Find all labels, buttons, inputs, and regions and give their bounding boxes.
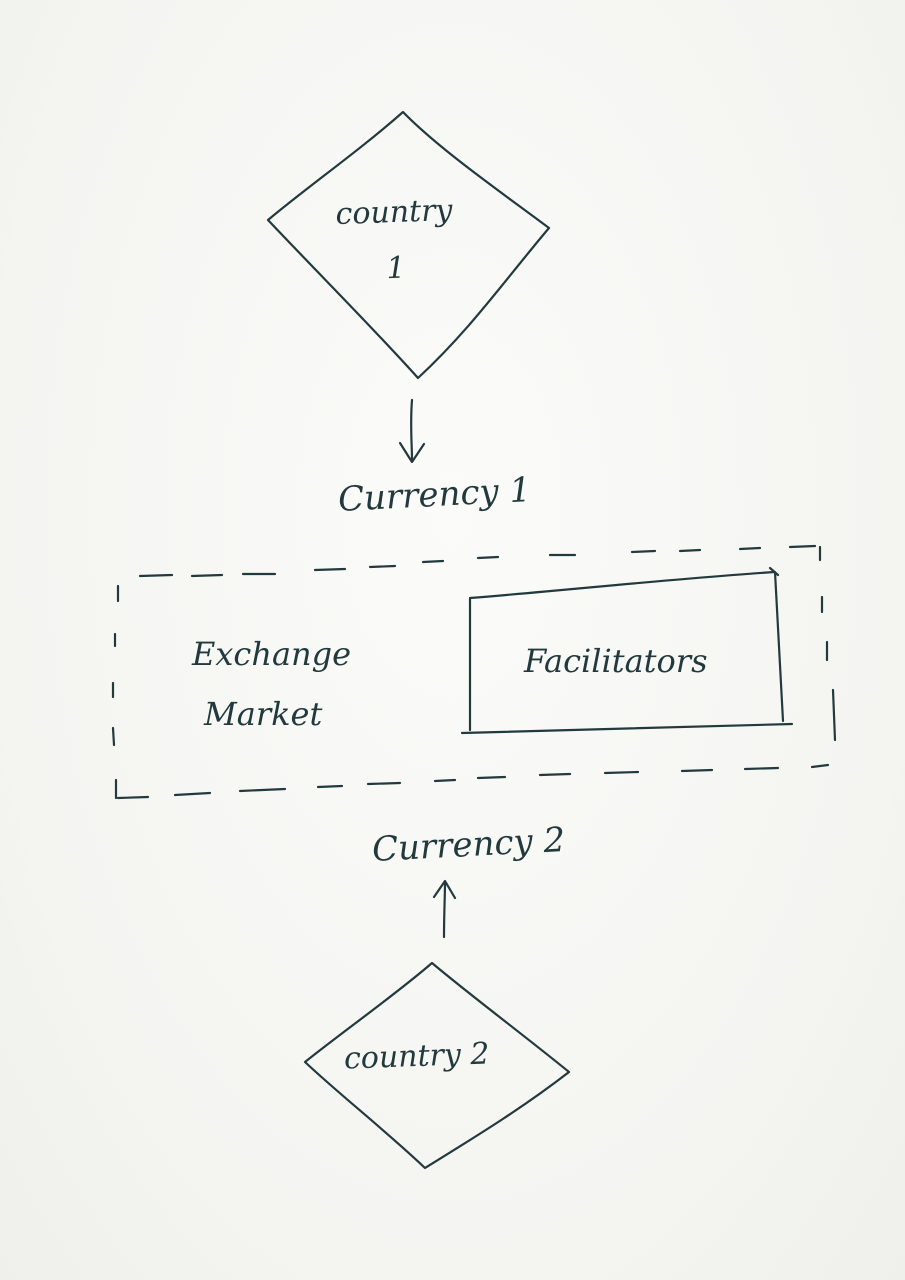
facilitators-label: Facilitators	[524, 642, 708, 680]
arrow-down-head	[398, 441, 426, 464]
country-1-label-line2: 1	[385, 250, 407, 287]
exchange-market-label-line2: Market	[204, 695, 323, 733]
country-2-label: country 2	[343, 1036, 491, 1077]
exchange-market-boundary[interactable]	[111, 544, 837, 800]
arrow-down-country-1	[410, 398, 414, 462]
country-1-diamond[interactable]	[266, 110, 551, 380]
country-1-label-line1: country	[334, 192, 454, 233]
country-2-diamond[interactable]	[303, 961, 571, 1170]
country-1-label: country 1	[329, 192, 462, 287]
currency-2-label: Currency 2	[371, 819, 567, 871]
facilitators-box[interactable]	[460, 566, 794, 735]
exchange-market-label: Exchange Market	[192, 638, 351, 730]
exchange-market-label-line1: Exchange	[192, 635, 352, 673]
arrow-up-country-2	[442, 880, 447, 939]
arrow-up-head	[432, 879, 457, 900]
currency-1-label: Currency 1	[337, 469, 533, 521]
